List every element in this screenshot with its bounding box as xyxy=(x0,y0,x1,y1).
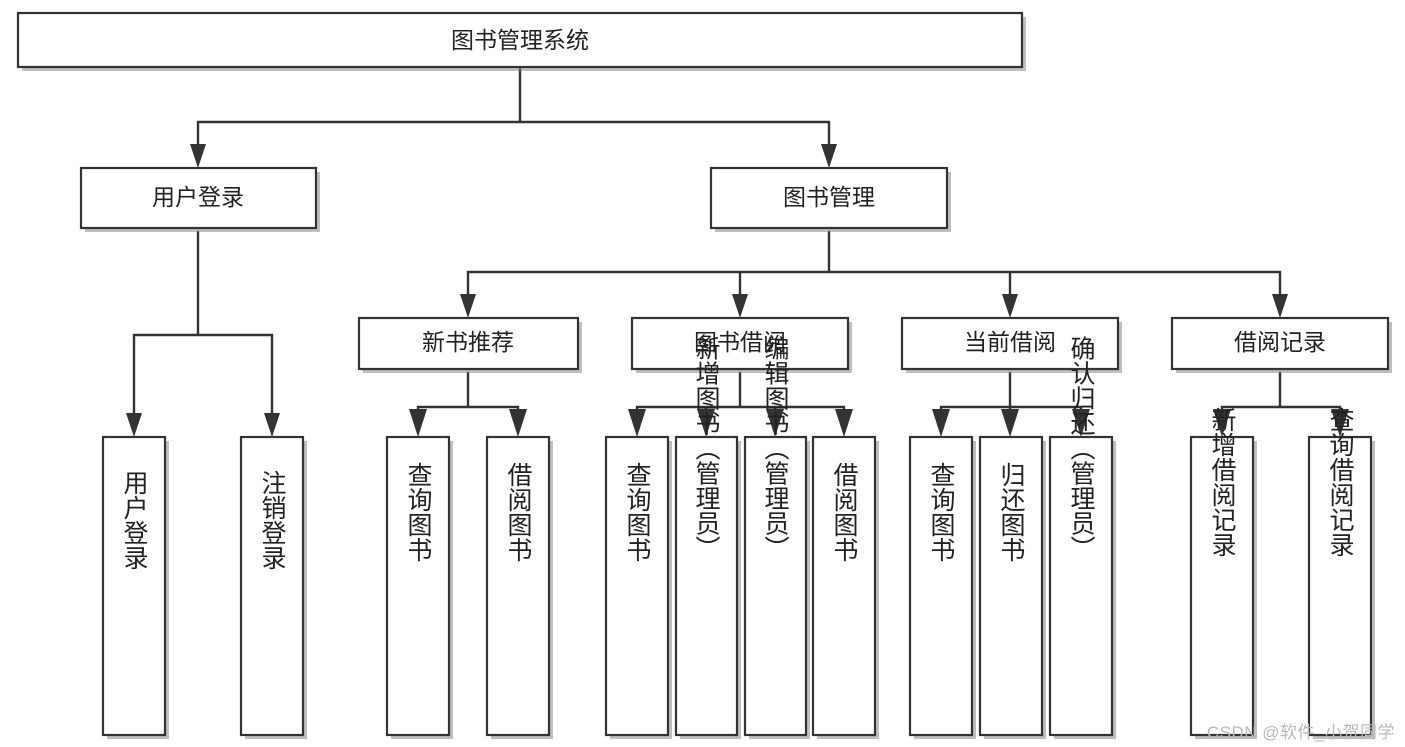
leaf-br-add-record[interactable]: 新增借阅记录 xyxy=(1189,407,1257,739)
node-current-borrow[interactable]: 当前借阅 xyxy=(900,316,1122,373)
leaf-cb-confirm-return[interactable]: 确认归还（管理员） xyxy=(1048,336,1116,740)
node-book-borrow[interactable]: 图书借阅 xyxy=(630,316,852,373)
node-new-book-recommend-label: 新书推荐 xyxy=(422,329,514,355)
arrow-cb-leaf-2 xyxy=(1001,409,1019,437)
arrow-br-leaf-2 xyxy=(1331,409,1349,437)
arrow-cb-leaf-1 xyxy=(932,409,950,437)
leaf-bb-borrow-book-box[interactable] xyxy=(811,435,877,737)
leaf-cb-return-book[interactable]: 归还图书 xyxy=(978,435,1046,739)
arrow-nbr-leaf-2 xyxy=(509,409,527,437)
arrow-to-current-borrow xyxy=(1002,294,1018,318)
leaf-nbr-query-book[interactable]: 查询图书 xyxy=(385,435,453,739)
leaf-logout-label: 注销登录 xyxy=(258,470,287,570)
node-user-login-label: 用户登录 xyxy=(152,184,244,210)
edge-borrow-record-split xyxy=(1220,371,1342,423)
arrow-nbr-leaf-1 xyxy=(409,409,427,437)
leaf-cb-query-book-label: 查询图书 xyxy=(927,462,956,562)
node-book-manage-label: 图书管理 xyxy=(783,184,875,210)
node-current-borrow-label: 当前借阅 xyxy=(964,329,1056,355)
leaf-br-add-record-box[interactable] xyxy=(1189,435,1255,737)
leaf-bb-add-book-box[interactable] xyxy=(674,435,739,737)
node-user-login[interactable]: 用户登录 xyxy=(79,166,320,232)
leaf-nbr-borrow-book[interactable]: 借阅图书 xyxy=(485,435,553,739)
leaf-logout[interactable]: 注销登录 xyxy=(239,435,307,739)
leaf-user-login-box[interactable] xyxy=(101,435,167,737)
arrow-cb-leaf-3 xyxy=(1072,409,1090,437)
edge-user-login-split xyxy=(132,230,274,423)
leaf-bb-edit-book-box[interactable] xyxy=(743,435,808,737)
leaf-br-query-record-box[interactable] xyxy=(1307,435,1373,737)
leaf-cb-return-book-label: 归还图书 xyxy=(997,462,1026,562)
node-user-login-box[interactable] xyxy=(79,166,318,230)
edge-new-book-recommend-split xyxy=(416,371,520,423)
leaf-bb-borrow-book[interactable]: 借阅图书 xyxy=(811,435,879,739)
node-new-book-recommend-box[interactable] xyxy=(357,316,580,371)
leaf-bb-edit-book-label: 编辑图书（管理员） xyxy=(761,336,790,561)
arrow-bb-leaf-3 xyxy=(766,409,784,437)
leaf-bb-edit-book[interactable]: 编辑图书（管理员） xyxy=(743,336,810,740)
leaf-br-query-record-label: 查询借阅记录 xyxy=(1326,407,1355,557)
node-new-book-recommend[interactable]: 新书推荐 xyxy=(357,316,582,373)
leaf-bb-add-book[interactable]: 新增图书（管理员） xyxy=(674,336,741,740)
arrow-bb-leaf-1 xyxy=(628,409,646,437)
leaf-nbr-query-book-box[interactable] xyxy=(385,435,451,737)
leaf-br-add-record-label: 新增借阅记录 xyxy=(1208,407,1237,557)
leaf-user-login-label: 用户登录 xyxy=(120,470,149,570)
leaf-cb-return-book-box[interactable] xyxy=(978,435,1044,737)
edge-book-manage-split xyxy=(466,230,1282,304)
edge-book-borrow-split xyxy=(635,371,846,423)
node-borrow-record-box[interactable] xyxy=(1170,316,1390,371)
leaf-logout-box[interactable] xyxy=(239,435,305,737)
node-borrow-record-label: 借阅记录 xyxy=(1234,329,1326,355)
leaf-cb-confirm-return-label: 确认归还（管理员） xyxy=(1067,336,1096,561)
node-book-borrow-label: 图书借阅 xyxy=(694,329,786,355)
leaf-nbr-query-book-label: 查询图书 xyxy=(404,462,433,562)
leaf-user-login[interactable]: 用户登录 xyxy=(101,435,169,739)
leaf-nbr-borrow-book-label: 借阅图书 xyxy=(504,462,533,562)
arrow-to-user-login xyxy=(190,144,206,168)
arrow-to-new-book-recommend xyxy=(460,294,476,318)
leaf-cb-confirm-return-box[interactable] xyxy=(1048,435,1114,737)
leaf-br-query-record[interactable]: 查询借阅记录 xyxy=(1307,407,1375,739)
arrow-to-book-borrow xyxy=(732,294,748,318)
edge-root-split xyxy=(196,65,831,154)
arrow-bb-leaf-4 xyxy=(835,409,853,437)
node-borrow-record[interactable]: 借阅记录 xyxy=(1170,316,1392,373)
leaf-bb-query-book-box[interactable] xyxy=(604,435,670,737)
node-book-borrow-box[interactable] xyxy=(630,316,850,371)
node-root-label: 图书管理系统 xyxy=(451,27,589,53)
node-current-borrow-box[interactable] xyxy=(900,316,1120,371)
leaf-bb-query-book[interactable]: 查询图书 xyxy=(604,435,672,739)
leaf-bb-query-book-label: 查询图书 xyxy=(623,462,652,562)
leaf-bb-borrow-book-label: 借阅图书 xyxy=(830,462,859,562)
arrow-to-leaf-user-login xyxy=(126,413,142,437)
node-book-manage-box[interactable] xyxy=(709,166,949,230)
node-root-box[interactable] xyxy=(16,11,1024,69)
leaf-cb-query-book[interactable]: 查询图书 xyxy=(908,435,976,739)
arrow-bb-leaf-2 xyxy=(697,409,715,437)
arrow-to-borrow-record xyxy=(1272,294,1288,318)
arrow-to-book-manage xyxy=(821,144,837,168)
edges-layer xyxy=(126,65,1349,437)
leaf-bb-add-book-label: 新增图书（管理员） xyxy=(692,336,721,561)
leaf-cb-query-book-box[interactable] xyxy=(908,435,974,737)
node-root[interactable]: 图书管理系统 xyxy=(16,11,1026,71)
arrow-to-leaf-logout xyxy=(264,413,280,437)
leaf-nbr-borrow-book-box[interactable] xyxy=(485,435,551,737)
arrow-br-leaf-1 xyxy=(1213,409,1231,437)
node-book-manage[interactable]: 图书管理 xyxy=(709,166,951,232)
